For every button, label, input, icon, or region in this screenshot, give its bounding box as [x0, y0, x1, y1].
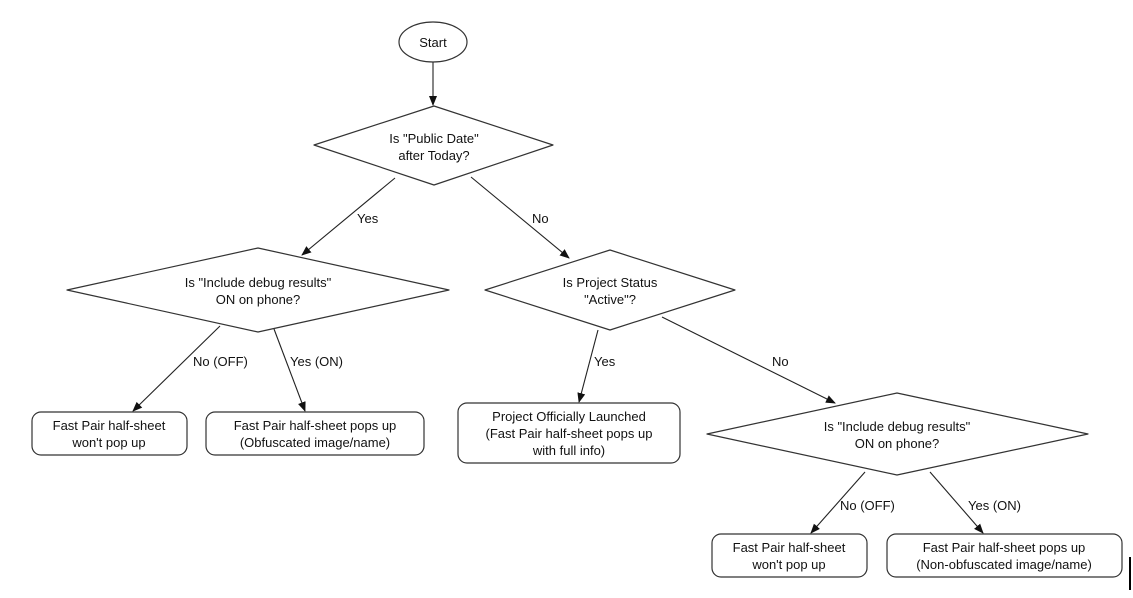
- svg-text:Is "Include debug results": Is "Include debug results": [824, 419, 971, 434]
- edge-label-right-no: No (OFF): [840, 498, 895, 513]
- edge-status-no: [661, 316, 836, 404]
- svg-text:(Non-obfuscated image/name): (Non-obfuscated image/name): [916, 557, 1092, 572]
- svg-text:ON on phone?: ON on phone?: [855, 436, 940, 451]
- svg-text:won't pop up: won't pop up: [71, 435, 145, 450]
- svg-text:Is "Public Date": Is "Public Date": [389, 131, 479, 146]
- svg-text:Fast Pair half-sheet: Fast Pair half-sheet: [53, 418, 166, 433]
- svg-text:won't pop up: won't pop up: [751, 557, 825, 572]
- result-launched: Project Officially Launched (Fast Pair h…: [457, 402, 681, 464]
- result-no-popup-right: Fast Pair half-sheet won't pop up: [711, 533, 868, 578]
- edge-public-yes: [301, 177, 396, 256]
- text-cursor: [1129, 557, 1131, 590]
- edge-label-left-no: No (OFF): [193, 354, 248, 369]
- svg-text:Fast Pair half-sheet pops up: Fast Pair half-sheet pops up: [234, 418, 397, 433]
- edge-public-no: [470, 176, 570, 259]
- edge-status-yes: [577, 329, 599, 403]
- edge-label-status-yes: Yes: [594, 354, 616, 369]
- edge-label-right-yes: Yes (ON): [968, 498, 1021, 513]
- decision-debug-left: Is "Include debug results" ON on phone?: [66, 247, 450, 333]
- svg-text:with full info): with full info): [532, 443, 605, 458]
- edge-label-status-no: No: [772, 354, 789, 369]
- svg-text:(Obfuscated image/name): (Obfuscated image/name): [240, 435, 390, 450]
- decision-project-status: Is Project Status "Active"?: [484, 249, 736, 331]
- result-no-popup-left: Fast Pair half-sheet won't pop up: [31, 411, 188, 456]
- svg-text:after Today?: after Today?: [398, 148, 469, 163]
- svg-text:Is "Include debug results": Is "Include debug results": [185, 275, 332, 290]
- svg-text:Is Project Status: Is Project Status: [563, 275, 658, 290]
- edge-left-no: [132, 325, 221, 412]
- svg-text:ON on phone?: ON on phone?: [216, 292, 301, 307]
- edge-label-public-no: No: [532, 211, 549, 226]
- result-obfuscated: Fast Pair half-sheet pops up (Obfuscated…: [205, 411, 425, 456]
- decision-public-date: Is "Public Date" after Today?: [313, 105, 554, 186]
- edge-label-left-yes: Yes (ON): [290, 354, 343, 369]
- svg-text:Fast Pair half-sheet pops up: Fast Pair half-sheet pops up: [923, 540, 1086, 555]
- decision-debug-right: Is "Include debug results" ON on phone?: [706, 392, 1089, 476]
- svg-text:Start: Start: [419, 35, 447, 50]
- start-node: Start: [398, 21, 468, 63]
- edge-right-yes: [929, 471, 984, 534]
- svg-text:(Fast Pair half-sheet pops up: (Fast Pair half-sheet pops up: [486, 426, 653, 441]
- edge-label-public-yes: Yes: [357, 211, 379, 226]
- svg-text:Fast Pair half-sheet: Fast Pair half-sheet: [733, 540, 846, 555]
- edge-right-no: [810, 471, 866, 534]
- result-non-obfuscated: Fast Pair half-sheet pops up (Non-obfusc…: [886, 533, 1123, 578]
- svg-text:"Active"?: "Active"?: [584, 292, 636, 307]
- edge-left-yes: [273, 328, 306, 412]
- svg-text:Project Officially Launched: Project Officially Launched: [492, 409, 646, 424]
